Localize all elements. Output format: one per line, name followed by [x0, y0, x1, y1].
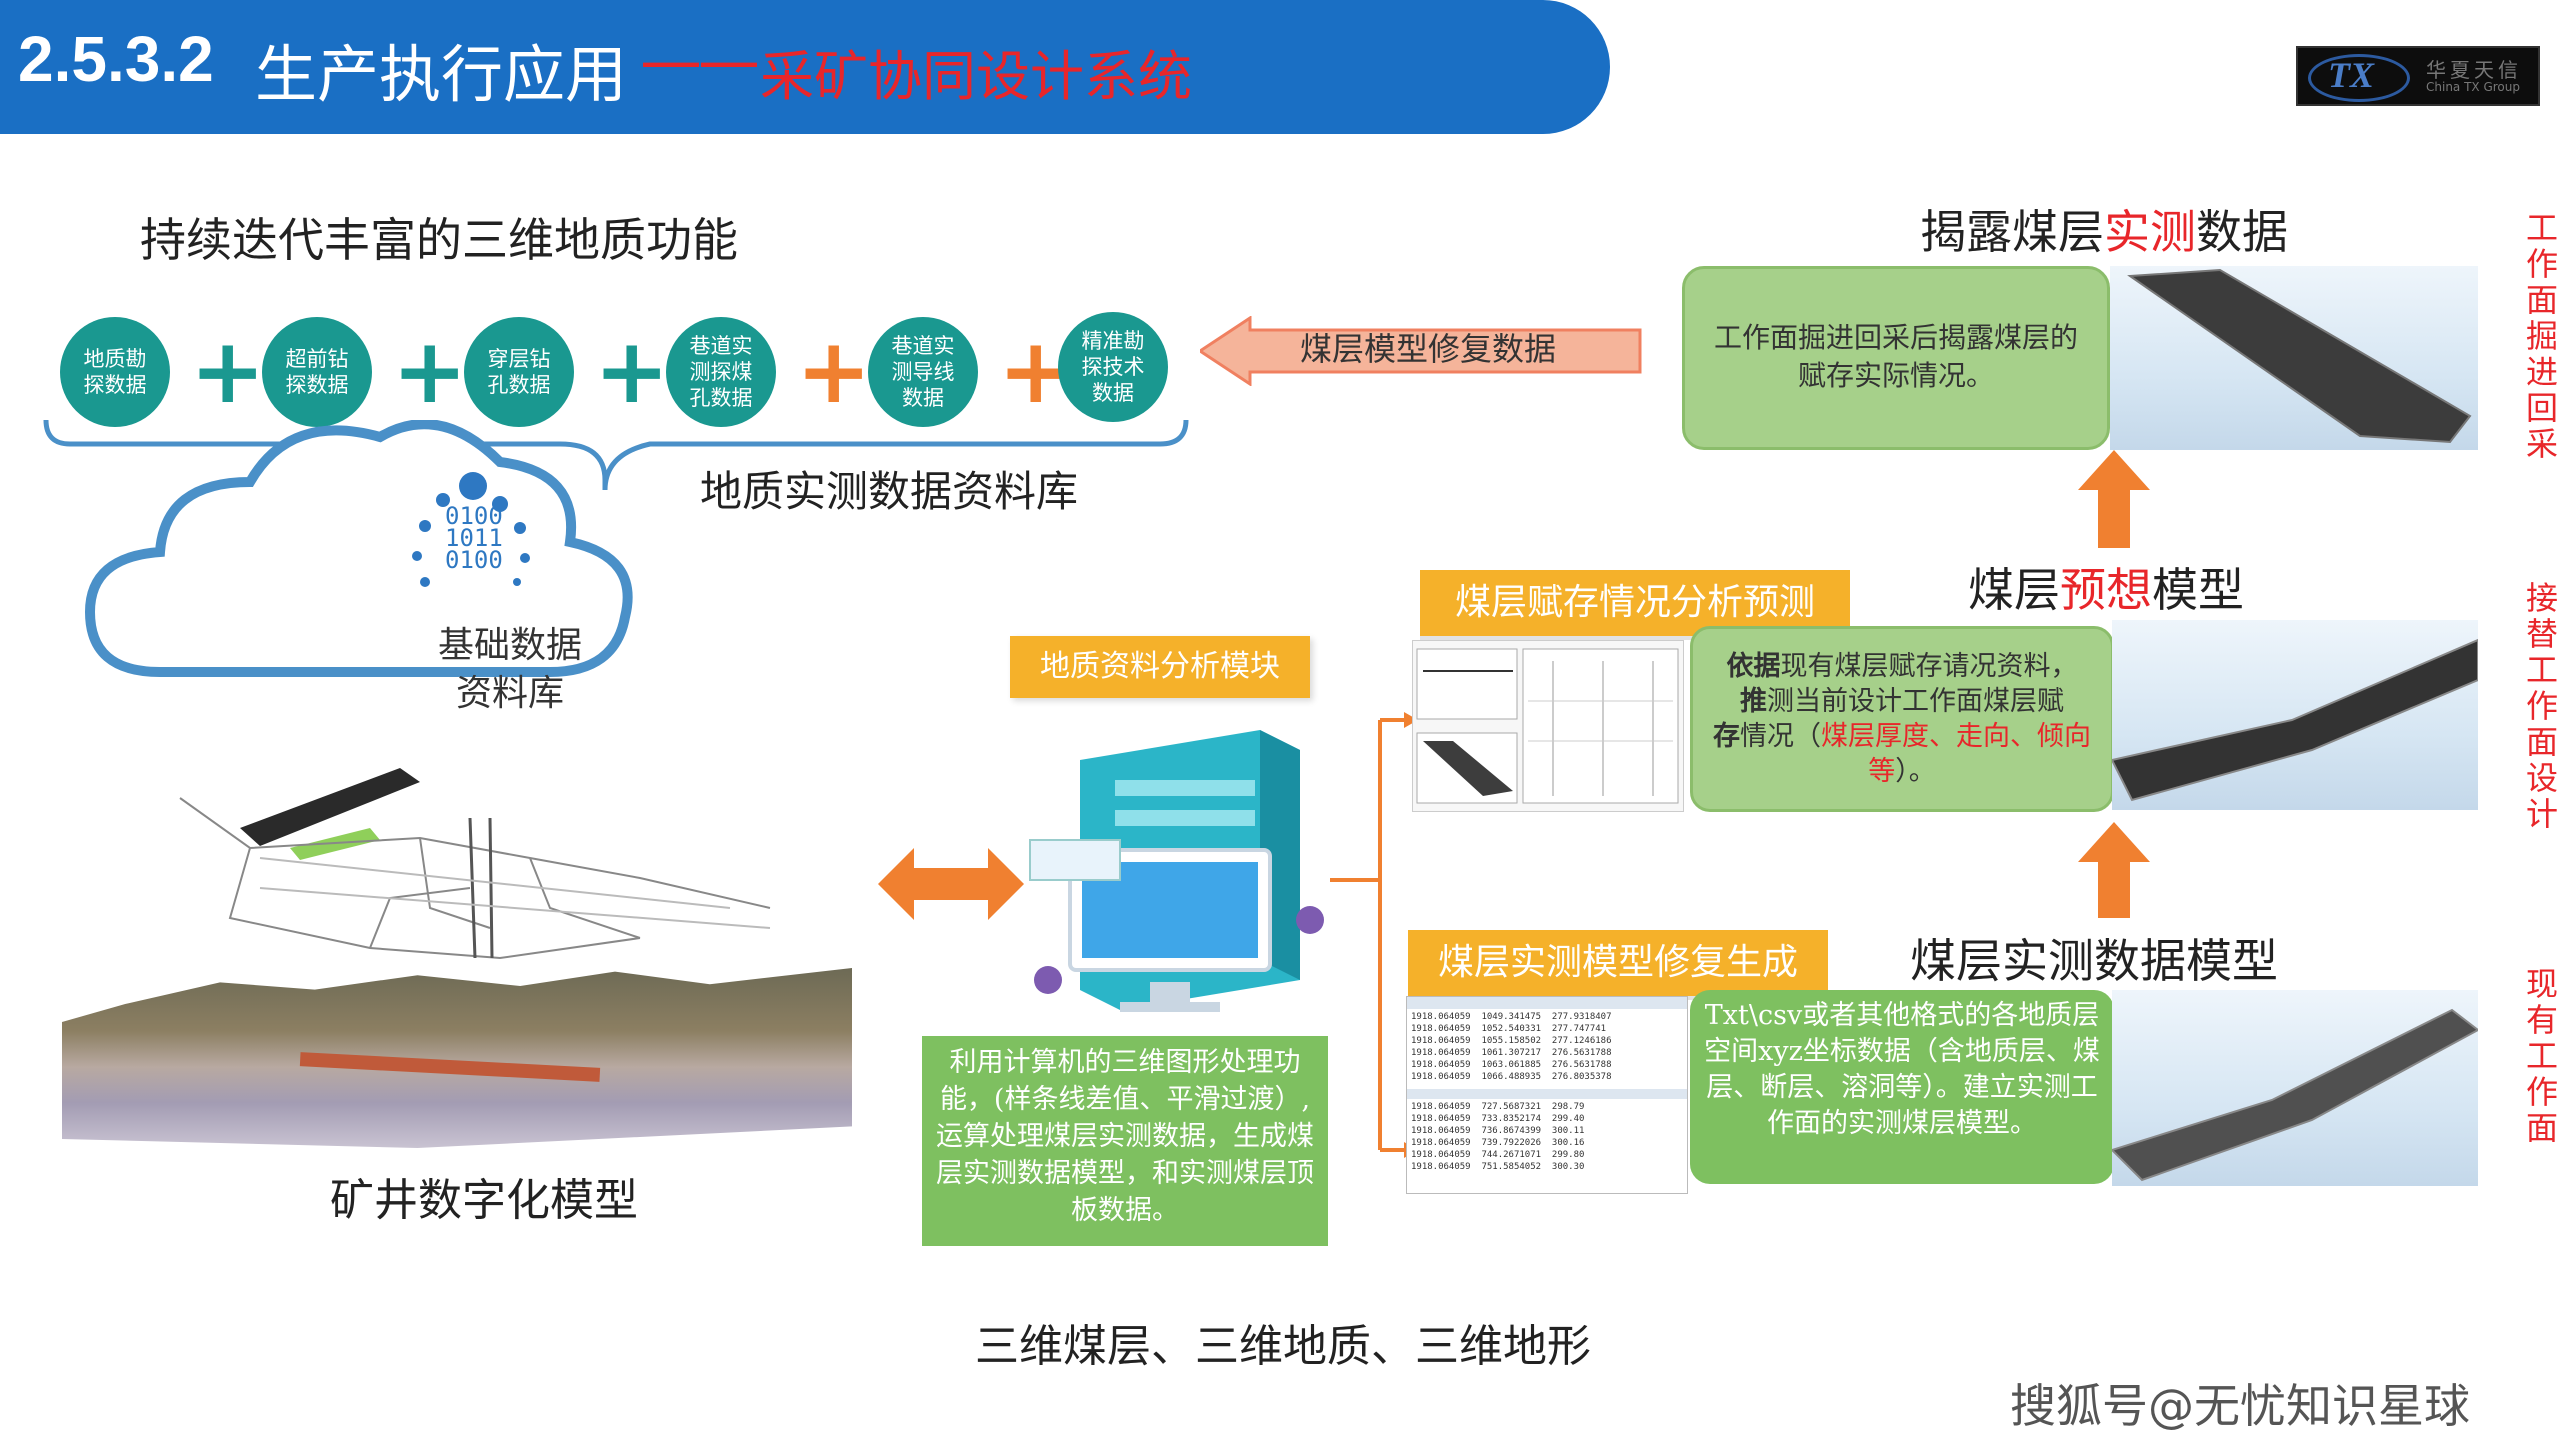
cloud-label: 基础数据 资料库: [437, 625, 582, 714]
logo-ring-icon: [2308, 54, 2410, 102]
measured-seam-3d-view: [2110, 990, 2480, 1186]
bottom-row-description: Txt\csv或者其他格式的各地质层空间xyz坐标数据（含地质层、煤层、断层、溶…: [1690, 990, 2114, 1184]
table-row: 1918.064059 1061.307217 276.5631788: [1411, 1048, 1612, 1058]
side-label-current: 现有工作面: [2525, 965, 2558, 1147]
page-subtitle: 采矿协同设计系统: [760, 45, 1192, 108]
logo-mark: TX: [2328, 55, 2375, 95]
predicted-seam-3d-view: [2110, 620, 2479, 810]
company-logo: TX 华夏天信 China TX Group: [2296, 46, 2540, 106]
watermark: 搜狐号@无忧知识星球: [2010, 1379, 2470, 1433]
exposed-seam-3d-view: [2110, 266, 2478, 450]
plus-icon: +: [594, 319, 670, 424]
geology-heading: 持续迭代丰富的三维地质功能: [140, 213, 738, 267]
up-arrow-icon: [2078, 822, 2150, 918]
header-bar: [0, 0, 1610, 134]
table-row: 1918.064059 736.8674399 300.11: [1411, 1126, 1585, 1136]
mid-row-description: 依据现有煤层赋存请况资料， 推测当前设计工作面煤层赋 存情况（煤层厚度、走向、倾…: [1690, 626, 2114, 812]
section-number: 2.5.3.2: [18, 23, 214, 95]
plus-icon: +: [796, 319, 872, 424]
plus-icon: +: [392, 319, 468, 424]
repair-arrow-label: 煤层模型修复数据: [1300, 330, 1557, 368]
bidirectional-arrow-icon: [878, 848, 1024, 920]
mine-wireframe-model: [179, 768, 771, 960]
source-circle-geo-survey: 地质勘 探数据: [60, 317, 170, 427]
table-row: 1918.064059 1066.488935 276.8035378: [1411, 1072, 1612, 1082]
title-dash: ——: [640, 24, 760, 97]
repair-data-arrow: [1200, 316, 1642, 386]
terrain-model: [62, 968, 852, 1148]
side-label-replacement: 接替工作面设计: [2525, 579, 2558, 833]
library-bracket-cloud: [43, 420, 1189, 677]
library-label: 地质实测数据资料库: [700, 467, 1079, 516]
data-table-screenshot: 1918.064059 1049.341475 277.9318407 1918…: [1406, 996, 1688, 1194]
source-circle-roadway-coal-hole: 巷道实 测探煤 孔数据: [666, 317, 776, 427]
side-label-mining: 工作面掘进回采: [2525, 209, 2558, 463]
table-row: 1918.064059 733.8352174 299.40: [1411, 1114, 1585, 1124]
table-row: 1918.064059 1055.158502 277.1246186: [1411, 1036, 1612, 1046]
source-circle-cross-drill: 穿层钻 孔数据: [464, 317, 574, 427]
up-arrow-icon: [2078, 450, 2150, 548]
mine-model-label: 矿井数字化模型: [330, 1175, 638, 1226]
bottom-repair-tag: 煤层实测模型修复生成: [1408, 930, 1828, 1000]
page-title: 生产执行应用: [255, 38, 628, 111]
mid-row-title: 煤层预想模型: [1968, 563, 2244, 617]
source-circle-roadway-traverse: 巷道实 测导线 数据: [868, 317, 978, 427]
bottom-row-title: 煤层实测数据模型: [1910, 934, 2278, 988]
analysis-chart-screenshot: [1412, 640, 1684, 812]
top-row-description: 工作面掘进回采后揭露煤层的赋存实际情况。: [1682, 266, 2110, 450]
binary-code: 0100 1011 0100: [445, 502, 503, 574]
data-dots-icon: [412, 472, 530, 587]
module-description: 利用计算机的三维图形处理功能，(样条线差值、平滑过渡）,运算处理煤层实测数据，生…: [922, 1036, 1328, 1246]
plus-icon: +: [190, 319, 266, 424]
table-row: 1918.064059 1049.341475 277.9318407: [1411, 1012, 1612, 1022]
table-row: 1918.064059 727.5687321 298.79: [1411, 1102, 1585, 1112]
table-row: 1918.064059 751.5854052 300.30: [1411, 1162, 1585, 1172]
analysis-module-tag: 地质资料分析模块: [1010, 636, 1310, 698]
logo-name-cn: 华夏天信: [2426, 58, 2522, 82]
table-row: 1918.064059 744.2671071 299.80: [1411, 1150, 1585, 1160]
source-circle-precise-survey: 精准勘 探技术 数据: [1058, 312, 1168, 422]
table-row: 1918.064059 1063.061885 276.5631788: [1411, 1060, 1612, 1070]
top-row-title: 揭露煤层实测数据: [1920, 205, 2288, 259]
logo-name-en: China TX Group: [2426, 80, 2520, 94]
bottom-caption: 三维煤层、三维地质、三维地形: [975, 1321, 1591, 1372]
computer-server-illustration: [1029, 730, 1324, 1012]
table-row: 1918.064059 1052.540331 277.747741: [1411, 1024, 1607, 1034]
table-row: 1918.064059 739.7922026 300.16: [1411, 1138, 1585, 1148]
source-circle-advance-drill: 超前钻 探数据: [262, 317, 372, 427]
